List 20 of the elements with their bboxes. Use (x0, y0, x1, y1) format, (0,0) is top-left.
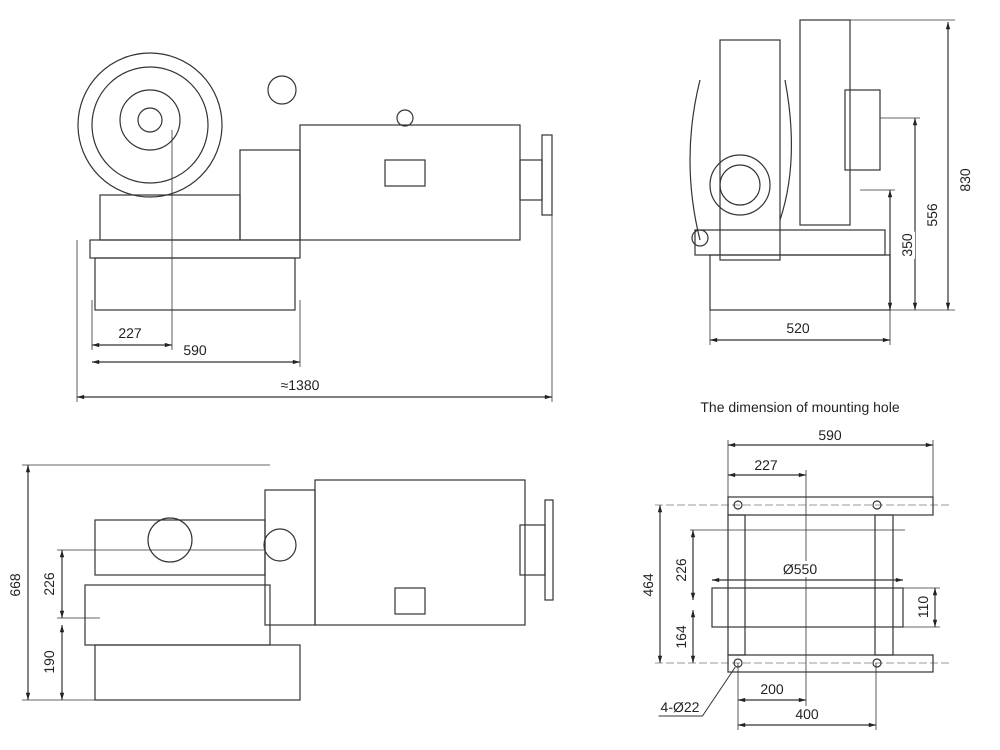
dimension-value: 227 (116, 325, 144, 341)
dimension-value: 200 (758, 681, 786, 697)
dimension-value: Ø550 (780, 561, 820, 577)
dimension-value: 830 (957, 166, 973, 194)
hole-callout: 4-Ø22 (658, 699, 702, 715)
dimension-value: 227 (752, 457, 780, 473)
dimension-value: 590 (181, 342, 209, 358)
dimension-value: 520 (784, 320, 812, 336)
dimension-value: ≈1380 (278, 377, 322, 393)
dimension-value: 400 (793, 706, 821, 722)
dimension-value: 226 (41, 570, 57, 598)
dimension-value: 350 (899, 231, 915, 259)
dimension-value: 464 (640, 571, 656, 599)
dimension-value: 668 (7, 571, 23, 599)
dimension-value: 226 (673, 556, 689, 584)
dimension-value: 556 (924, 201, 940, 229)
leader-line (658, 666, 736, 716)
panel-title: The dimension of mounting hole (698, 399, 902, 415)
mounting-hole (733, 658, 743, 668)
dimension-value: 590 (816, 427, 844, 443)
